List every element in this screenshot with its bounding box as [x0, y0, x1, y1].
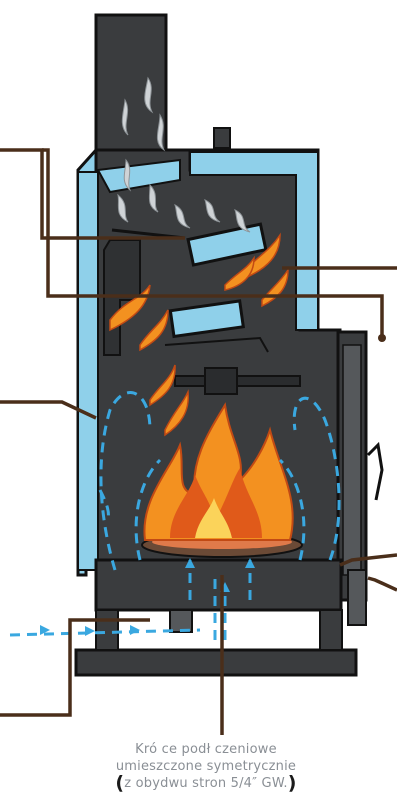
caption-line-1: Kró ce podł czeniowe	[96, 741, 316, 758]
caption-line-2: umieszczone symetrycznie	[96, 758, 316, 775]
door-panel	[343, 345, 361, 575]
leg-right	[320, 610, 342, 650]
caption-line-3: (z obydwu stron 5/4″ GW.)	[96, 775, 316, 792]
water-jacket-left	[78, 172, 98, 570]
caption-line-3-text: z obydwu stron 5/4″ GW.	[124, 776, 287, 791]
ash-chamber	[96, 560, 341, 610]
door-handle	[368, 445, 382, 500]
bottom-fitting	[170, 610, 192, 632]
chimney	[96, 15, 166, 155]
side-fitting	[348, 570, 366, 625]
connector-caption: Kró ce podł czeniowe umieszczone symetry…	[96, 741, 316, 792]
base-plinth	[76, 650, 356, 675]
leader-end-marker	[378, 334, 386, 342]
caption-open-paren: (	[115, 772, 124, 794]
leg-left	[96, 610, 118, 650]
air-tube-nozzle	[205, 368, 237, 394]
caption-close-paren: )	[288, 772, 297, 794]
top-vent-pipe	[214, 128, 230, 148]
